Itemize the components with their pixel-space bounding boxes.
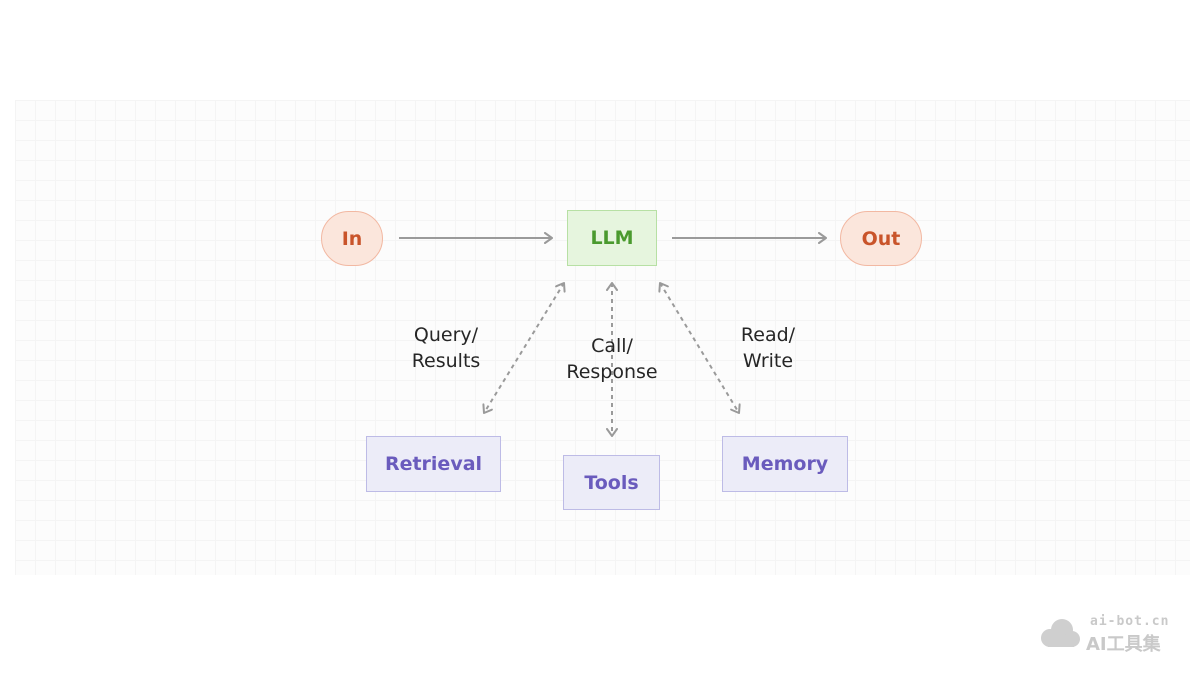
edge-label-line: Results — [411, 350, 481, 372]
watermark: ai-bot.cn AI工具集 — [1038, 614, 1188, 655]
node-memory: Memory — [722, 436, 848, 492]
node-llm: LLM — [567, 210, 657, 266]
node-retrieval: Retrieval — [366, 436, 501, 492]
cloud-logo-icon — [1041, 619, 1080, 647]
edge-label-call-response: Call/ Response — [556, 333, 668, 385]
edge-label-line: Response — [566, 361, 658, 383]
grid-background — [15, 100, 1190, 575]
node-in: In — [321, 211, 383, 266]
watermark-name: AI工具集 — [1086, 634, 1161, 655]
edge-label-query-results: Query/ Results — [396, 322, 496, 374]
watermark-url: ai-bot.cn — [1090, 614, 1170, 629]
edge-llm-memory — [658, 282, 741, 414]
edge-label-line: Query/ — [413, 324, 479, 346]
edge-llm-retrieval — [482, 282, 566, 414]
node-tools: Tools — [563, 455, 660, 510]
node-out: Out — [840, 211, 922, 266]
edge-label-read-write: Read/ Write — [718, 322, 818, 374]
edge-label-line: Call/ — [591, 335, 633, 357]
edge-label-line: Write — [742, 350, 794, 372]
edge-label-line: Read/ — [740, 324, 796, 346]
